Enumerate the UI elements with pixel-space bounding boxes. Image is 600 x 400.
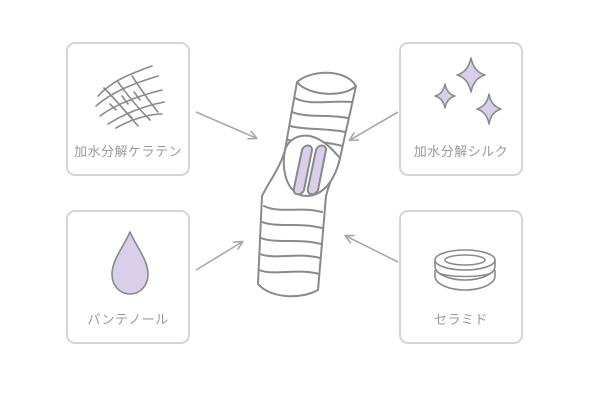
- arrow-keratin: [195, 111, 258, 140]
- arrow-panthenol: [195, 240, 244, 271]
- sparkle-icon: [434, 57, 502, 125]
- arrow-silk: [348, 111, 399, 142]
- card-keratin: 加水分解ケラテン: [66, 42, 190, 176]
- arrow-ceramide: [344, 234, 399, 263]
- fiber-icon: [95, 65, 165, 129]
- label-ceramide: セラミド: [433, 313, 488, 328]
- card-ceramide: セラミド: [399, 210, 523, 344]
- label-keratin: 加水分解ケラテン: [73, 145, 182, 160]
- card-panthenol: パンテノール: [66, 210, 190, 344]
- label-panthenol: パンテノール: [87, 313, 169, 328]
- card-silk: 加水分解シルク: [399, 42, 523, 176]
- ceramide-disc-icon: [434, 249, 496, 291]
- droplet-icon: [111, 231, 149, 295]
- label-silk: 加水分解シルク: [413, 145, 509, 160]
